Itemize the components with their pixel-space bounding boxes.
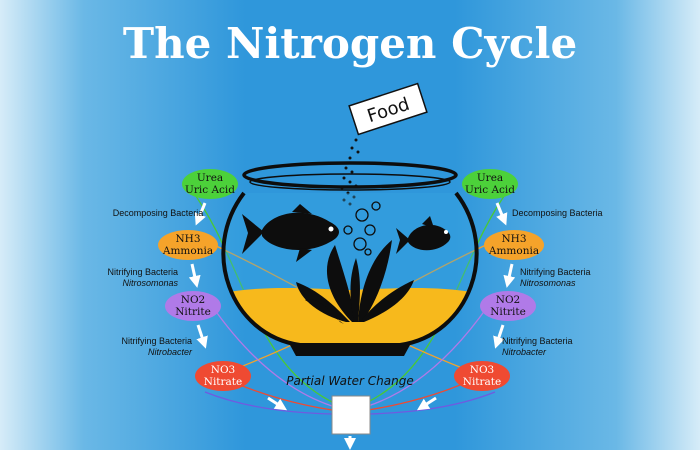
urea-node: Urea Uric Acid (182, 169, 238, 199)
fish-icon (396, 216, 451, 254)
nitrite-formula: NO2 (181, 294, 205, 306)
water-change-label: Partial Water Change (286, 374, 413, 388)
nitrite-formula: NO2 (496, 294, 520, 306)
uric-acid-label: Uric Acid (465, 184, 515, 196)
ammonia-formula: NH3 (175, 233, 200, 245)
nitrifying-bacteria-label: Nitrifying Bacteria (107, 267, 178, 277)
arrow-icon (196, 324, 208, 349)
right-cycle: Urea Uric Acid Decomposing Bacteria NH3 … (454, 169, 603, 391)
urea-node: Urea Uric Acid (462, 169, 518, 199)
fish-icon (242, 204, 339, 262)
nitrobacter-label: Nitrobacter (502, 347, 547, 357)
nitrate-formula: NO3 (211, 364, 235, 376)
food-sign-icon: Food (348, 82, 428, 136)
plant-icon (296, 240, 414, 324)
arrow-icon (495, 202, 508, 226)
nitrifying-bacteria-label: Nitrifying Bacteria (121, 336, 192, 346)
ammonia-formula: NH3 (501, 233, 526, 245)
diagram-title: The Nitrogen Cycle (123, 19, 577, 68)
nitrite-label: Nitrite (175, 306, 211, 318)
arrow-icon (194, 202, 207, 226)
decomposing-bacteria-label: Decomposing Bacteria (113, 208, 204, 218)
nitrobacter-label: Nitrobacter (148, 347, 193, 357)
arrow-icon (503, 263, 516, 288)
urea-label: Urea (477, 172, 503, 184)
arrow-icon (267, 396, 437, 450)
left-cycle: Urea Uric Acid Decomposing Bacteria NH3 … (107, 169, 251, 391)
nitrite-node: NO2 Nitrite (480, 291, 536, 321)
arrow-icon (188, 263, 201, 288)
bubbles (343, 201, 381, 256)
decomposing-bacteria-label: Decomposing Bacteria (512, 208, 603, 218)
ammonia-node: NH3 Ammonia (158, 230, 218, 260)
nitrate-label: Nitrate (463, 376, 501, 388)
bucket-icon (331, 395, 371, 435)
nitrate-node: NO3 Nitrate (195, 361, 251, 391)
nitrosomonas-label: Nitrosomonas (520, 278, 576, 288)
nitrifying-bacteria-label: Nitrifying Bacteria (520, 267, 591, 277)
nitrifying-bacteria-label: Nitrifying Bacteria (502, 336, 573, 346)
nitrate-node: NO3 Nitrate (454, 361, 510, 391)
urea-label: Urea (197, 172, 223, 184)
uric-acid-label: Uric Acid (185, 184, 235, 196)
ammonia-label: Ammonia (488, 245, 539, 257)
fishbowl-icon (221, 161, 479, 356)
nitrite-node: NO2 Nitrite (165, 291, 221, 321)
ammonia-node: NH3 Ammonia (484, 230, 544, 260)
nitrate-label: Nitrate (204, 376, 242, 388)
nitrite-label: Nitrite (490, 306, 526, 318)
nitrosomonas-label: Nitrosomonas (122, 278, 178, 288)
nitrate-formula: NO3 (470, 364, 494, 376)
ammonia-label: Ammonia (162, 245, 213, 257)
arrow-icon (493, 324, 505, 349)
